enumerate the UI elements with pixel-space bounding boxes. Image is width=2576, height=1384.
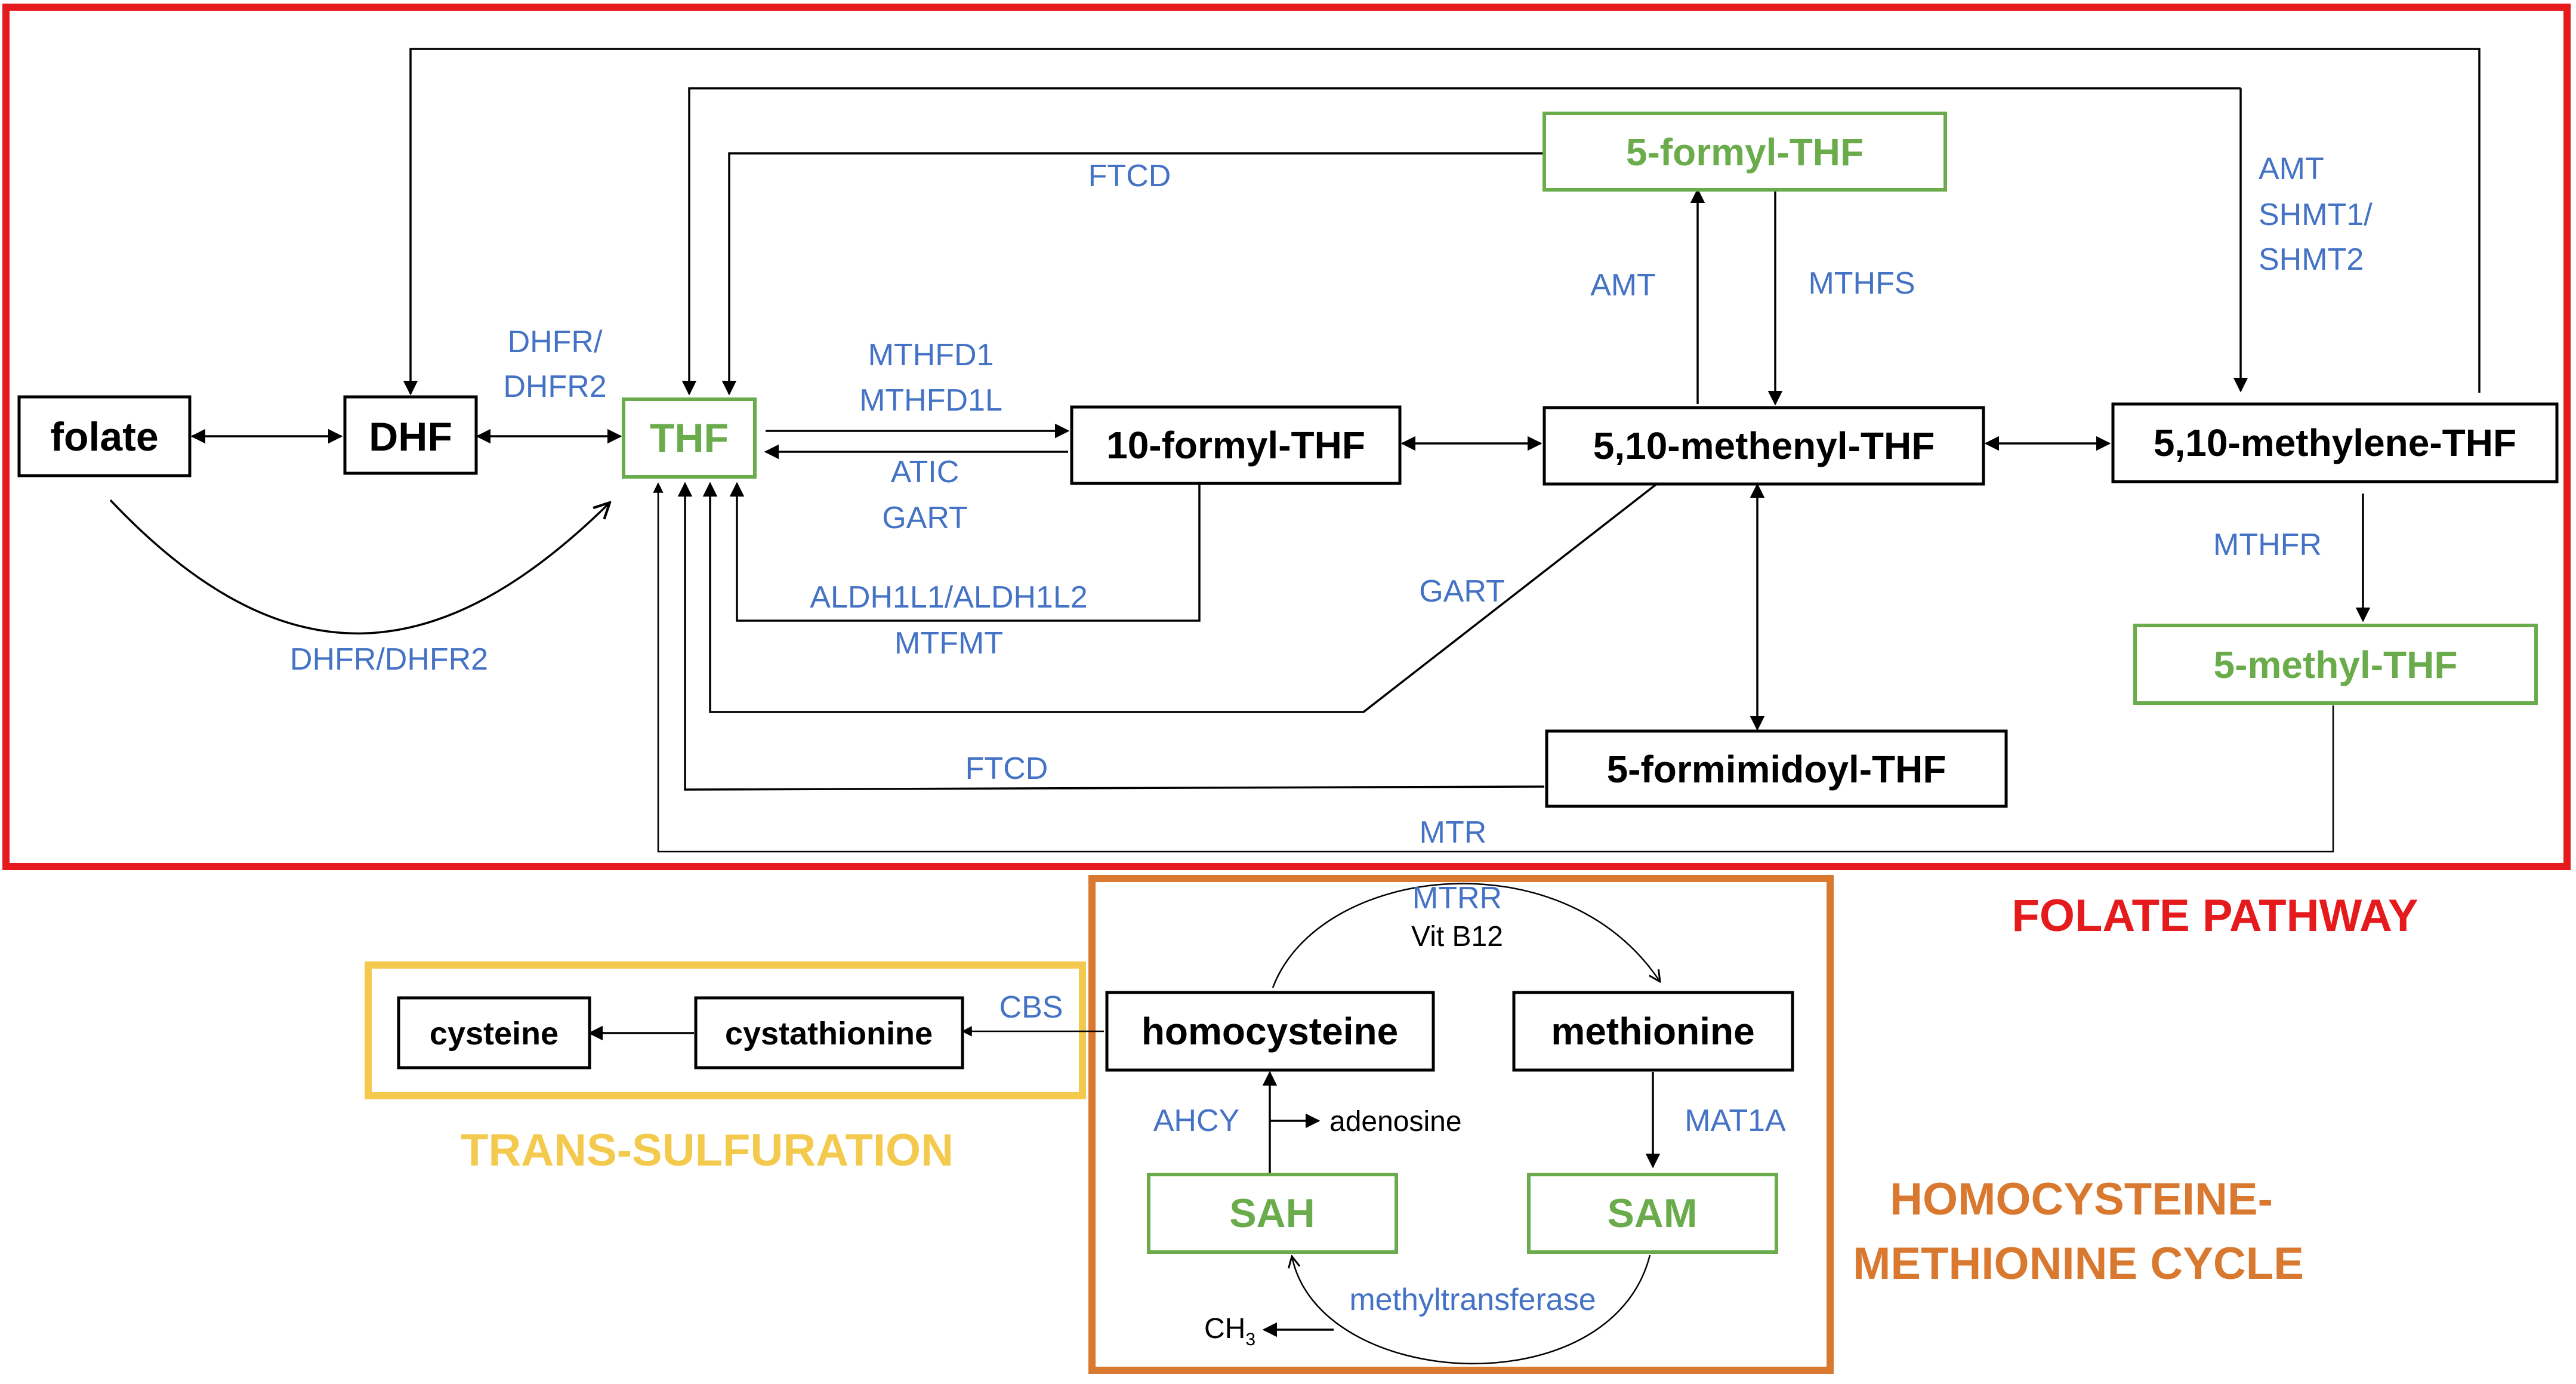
- node-homocysteine: homocysteine: [1105, 991, 1435, 1072]
- ch3-subscript: 3: [1245, 1330, 1255, 1349]
- svg-text:THF: THF: [650, 415, 729, 461]
- enzyme-aldh1l1-aldh1l2: ALDH1L1/ALDH1L2: [810, 580, 1087, 615]
- svg-text:methionine: methionine: [1551, 1010, 1754, 1053]
- enzyme-ahcy: AHCY: [1153, 1103, 1239, 1138]
- edge-formimidoyl-to-thf: [677, 482, 1545, 791]
- enzyme-dhfr-b: DHFR2: [503, 369, 606, 404]
- edge-5formyl-to-thf: [721, 152, 1542, 396]
- enzyme-gart-diag: GART: [1419, 574, 1505, 609]
- node-5-10-methylene-thf: 5,10-methylene-THF: [2111, 402, 2559, 483]
- edge-sam-to-sah-arc: [1292, 1255, 1651, 1364]
- enzyme-dhfr-a: DHFR/: [508, 325, 603, 359]
- edge-5methyl-mtr-to-thf: [653, 482, 2334, 853]
- edge-10formyl-aldh-to-thf: [729, 482, 1201, 622]
- enzyme-ftcd-top: FTCD: [1088, 159, 1171, 193]
- node-cystathionine: cystathionine: [694, 996, 964, 1069]
- node-5-methyl-thf: 5-methyl-THF: [2133, 624, 2538, 705]
- svg-text:10-formyl-THF: 10-formyl-THF: [1106, 424, 1365, 467]
- svg-text:5,10-methenyl-THF: 5,10-methenyl-THF: [1593, 424, 1935, 467]
- node-sah: SAH: [1147, 1173, 1398, 1254]
- region-title-transsulfuration: TRANS-SULFURATION: [461, 1125, 954, 1176]
- enzyme-mtr: MTR: [1420, 815, 1487, 850]
- enzyme-amt-mid: AMT: [1590, 268, 1656, 303]
- svg-text:folate: folate: [50, 414, 158, 460]
- edge-methenyl-gart-to-thf: [702, 482, 1657, 713]
- enzyme-ftcd-bottom: FTCD: [965, 751, 1048, 786]
- node-folate: folate: [17, 395, 192, 477]
- svg-text:5-methyl-THF: 5-methyl-THF: [2214, 643, 2458, 686]
- node-5-formyl-thf: 5-formyl-THF: [1542, 112, 1947, 192]
- ch3-main: CH: [1204, 1313, 1245, 1345]
- homocysteine-methionine-region: [1088, 875, 1834, 1374]
- enzyme-dhfr-loop: DHFR/DHFR2: [290, 642, 488, 677]
- enzyme-mtrr: MTRR: [1412, 881, 1502, 916]
- edge-homocysteine-to-methionine-arc: [1272, 883, 1660, 988]
- enzyme-mthfd1: MTHFD1: [868, 338, 994, 372]
- edge-methylene-to-dhf: [403, 48, 2481, 396]
- enzyme-cbs: CBS: [999, 990, 1063, 1025]
- svg-text:5-formimidoyl-THF: 5-formimidoyl-THF: [1607, 748, 1946, 791]
- svg-text:cysteine: cysteine: [430, 1016, 559, 1052]
- enzyme-shmt1: SHMT1/: [2259, 198, 2373, 232]
- node-5-10-methenyl-thf: 5,10-methenyl-THF: [1542, 406, 1985, 486]
- cofactor-ch3: CH3: [1204, 1313, 1255, 1349]
- region-title-homocysteine-1: HOMOCYSTEINE-: [1890, 1174, 2273, 1225]
- enzyme-mthfr: MTHFR: [2213, 528, 2322, 562]
- enzyme-mthfs: MTHFS: [1808, 266, 1915, 301]
- node-dhf: DHF: [343, 395, 478, 475]
- enzyme-amt-right: AMT: [2259, 152, 2324, 186]
- enzyme-atic: ATIC: [891, 455, 960, 489]
- enzyme-methyltransferase: methyltransferase: [1349, 1283, 1596, 1317]
- svg-text:SAH: SAH: [1229, 1191, 1315, 1236]
- node-cysteine: cysteine: [397, 996, 591, 1069]
- node-methionine: methionine: [1512, 991, 1794, 1072]
- enzyme-gart-top: GART: [882, 501, 968, 535]
- svg-text:5,10-methylene-THF: 5,10-methylene-THF: [2154, 421, 2516, 464]
- region-title-homocysteine-2: METHIONINE CYCLE: [1853, 1238, 2304, 1289]
- enzyme-mthfd1l: MTHFD1L: [859, 383, 1002, 418]
- cofactor-adenosine: adenosine: [1329, 1106, 1462, 1138]
- edge-folate-thf-curve: [109, 499, 610, 635]
- cofactor-vit-b12: Vit B12: [1411, 921, 1503, 953]
- svg-text:5-formyl-THF: 5-formyl-THF: [1626, 131, 1864, 174]
- enzyme-mat1a: MAT1A: [1685, 1103, 1786, 1138]
- enzyme-shmt2: SHMT2: [2259, 242, 2364, 277]
- node-10-formyl-thf: 10-formyl-THF: [1070, 405, 1402, 485]
- node-sam: SAM: [1527, 1173, 1778, 1254]
- folate-pathway-region: [2, 4, 2571, 870]
- svg-text:cystathionine: cystathionine: [725, 1016, 933, 1052]
- enzyme-mtfmt: MTFMT: [894, 626, 1003, 661]
- node-5-formimidoyl-thf: 5-formimidoyl-THF: [1545, 729, 2008, 808]
- node-thf: THF: [622, 397, 757, 479]
- svg-text:homocysteine: homocysteine: [1142, 1010, 1398, 1053]
- transsulfuration-region: [365, 961, 1086, 1099]
- edge-methylene-to-thf: [681, 87, 2241, 396]
- svg-text:DHF: DHF: [369, 414, 452, 460]
- svg-text:SAM: SAM: [1607, 1191, 1697, 1236]
- region-title-folate: FOLATE PATHWAY: [2012, 890, 2418, 941]
